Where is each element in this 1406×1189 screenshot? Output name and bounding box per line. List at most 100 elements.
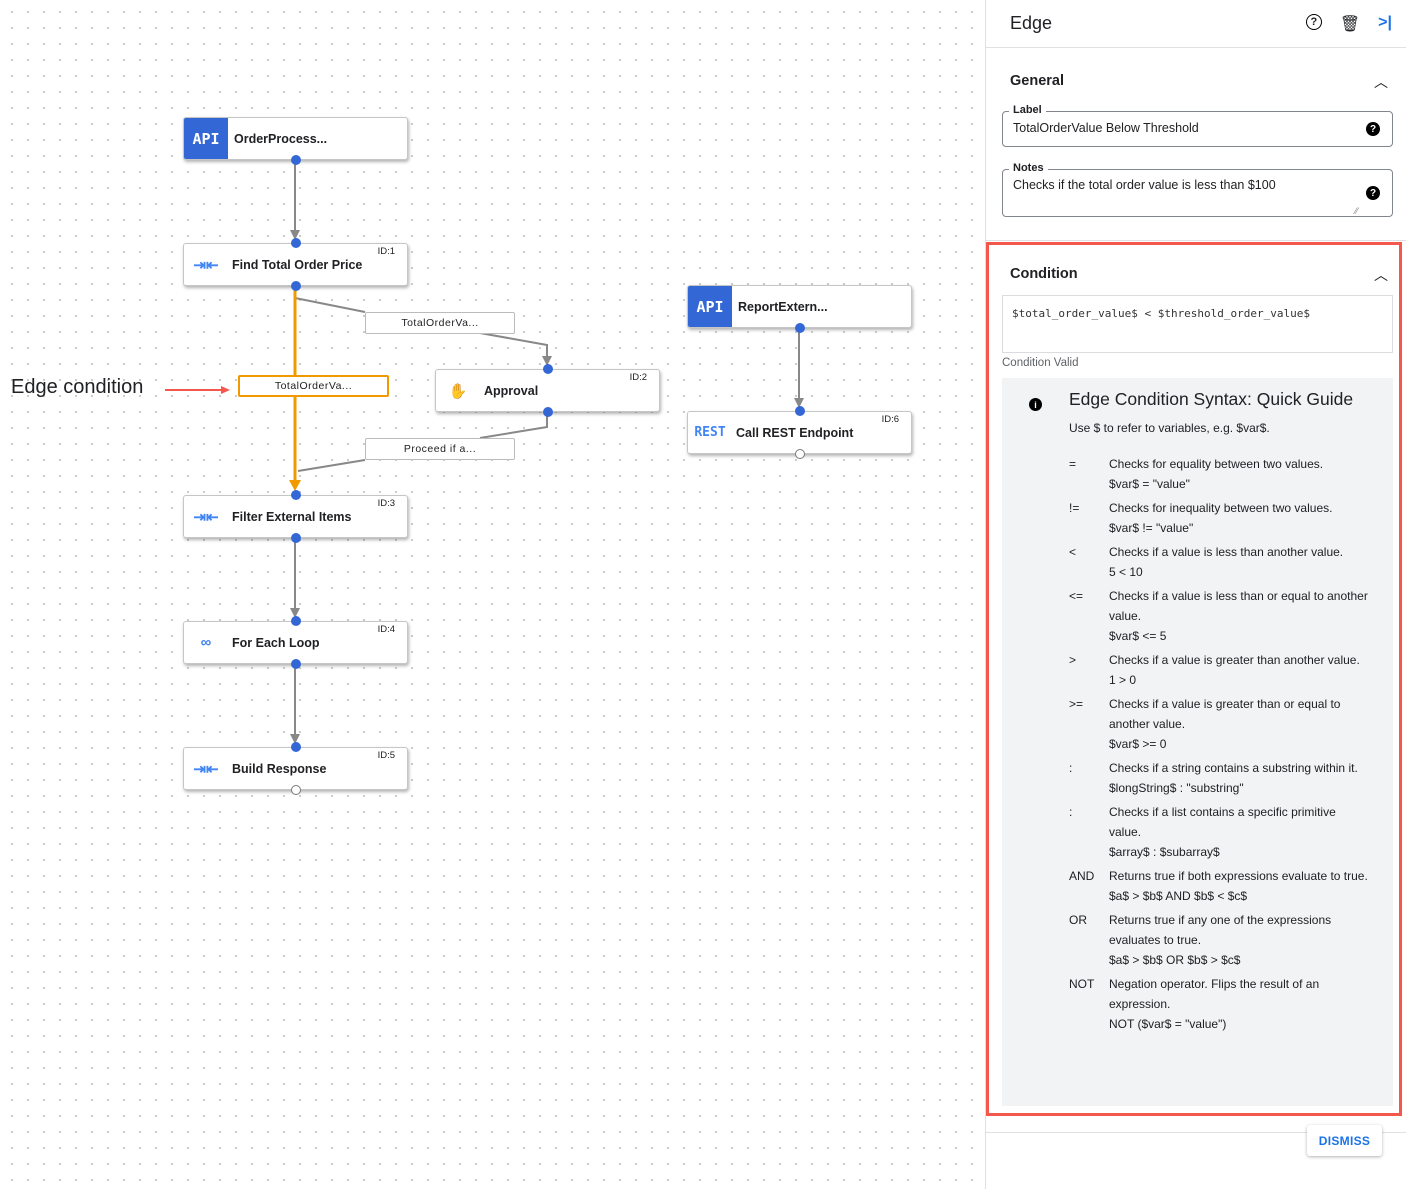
operator: = [1069, 457, 1077, 471]
info-icon: i [1029, 398, 1042, 411]
node-id: ID:1 [377, 246, 395, 257]
output-port[interactable] [291, 533, 301, 543]
operator: NOT [1069, 977, 1095, 991]
chevron-up-icon[interactable]: ︿ [1374, 74, 1388, 90]
node-find-total-order-price[interactable]: ⇥⇤ Find Total Order Price ID:1 [183, 238, 408, 291]
operator-description: Checks if a value is less than or equal … [1109, 589, 1368, 623]
input-port[interactable] [291, 616, 301, 626]
panel-header: Edge [986, 0, 1406, 48]
operator: >= [1069, 697, 1084, 711]
condition-input[interactable]: $total_order_value$ < $threshold_order_v… [1002, 295, 1393, 353]
dismiss-button[interactable]: DISMISS [1307, 1125, 1382, 1156]
node-id: ID:2 [629, 372, 647, 383]
node-call-rest-endpoint[interactable]: REST Call REST Endpoint ID:6 [687, 406, 912, 459]
node-title: ReportExtern... [738, 299, 828, 314]
label-field-value: TotalOrderValue Below Threshold [1013, 121, 1199, 135]
condition-status: Condition Valid [1002, 357, 1079, 369]
operator-description: Checks if a list contains a specific pri… [1109, 805, 1336, 839]
output-port[interactable] [291, 281, 301, 291]
collapse-panel-icon[interactable]: >| [1378, 14, 1392, 31]
guide-title: Edge Condition Syntax: Quick Guide [1069, 389, 1354, 409]
output-port[interactable] [543, 407, 553, 417]
node-reportextern[interactable]: API ReportExtern... [687, 285, 912, 333]
operator-example: $a$ > $b$ AND $b$ < $c$ [1109, 889, 1248, 903]
guide-row: :Checks if a string contains a substring… [1069, 758, 1379, 798]
syntax-guide: i Edge Condition Syntax: Quick Guide Use… [1002, 378, 1393, 1106]
edge-label[interactable]: TotalOrderVa... [365, 312, 515, 334]
edge-label[interactable]: Proceed if a... [365, 438, 515, 460]
edge-properties-panel: Edge ? 🗑 >| General ︿ Label TotalOrderVa… [985, 0, 1406, 1189]
help-icon[interactable]: ? [1366, 186, 1380, 200]
divider [986, 1132, 1406, 1133]
node-title: Build Response [232, 761, 327, 776]
guide-row: =Checks for equality between two values.… [1069, 454, 1379, 494]
input-port[interactable] [291, 238, 301, 248]
edge-approval-filter [297, 412, 548, 472]
label-field[interactable]: Label TotalOrderValue Below Threshold ? [1002, 104, 1393, 147]
node-filter-external-items[interactable]: ⇥⇤ Filter External Items ID:3 [183, 490, 408, 543]
output-port-empty[interactable] [795, 449, 805, 459]
flow-canvas[interactable]: Edge condition API OrderProcess... ⇥⇤ Fi… [0, 0, 985, 1189]
output-port[interactable] [291, 659, 301, 669]
node-title: OrderProcess... [234, 131, 328, 146]
help-icon[interactable]: ? [1366, 122, 1380, 136]
operator-example: $var$ >= 0 [1109, 737, 1167, 751]
guide-row: !=Checks for inequality between two valu… [1069, 498, 1379, 538]
node-title: Call REST Endpoint [736, 425, 854, 440]
output-port[interactable] [795, 323, 805, 333]
node-approval[interactable]: ✋ Approval ID:2 [435, 364, 660, 417]
operator-description: Checks for inequality between two values… [1109, 501, 1333, 515]
node-title: Find Total Order Price [232, 257, 363, 272]
condition-section-title: Condition [1010, 266, 1078, 282]
input-port[interactable] [543, 364, 553, 374]
output-port-empty[interactable] [291, 785, 301, 795]
arrowhead [290, 230, 300, 240]
input-port[interactable] [291, 490, 301, 500]
delete-icon[interactable]: 🗑 [1339, 16, 1361, 33]
input-port[interactable] [795, 406, 805, 416]
operator-example: $array$ : $subarray$ [1109, 845, 1220, 859]
chevron-up-icon[interactable]: ︿ [1374, 267, 1388, 283]
node-id: ID:6 [881, 414, 899, 425]
label-field-label: Label [1009, 104, 1046, 116]
edge-label-selected[interactable]: TotalOrderVa... [238, 375, 389, 397]
node-id: ID:5 [377, 750, 395, 761]
notes-field-value: Checks if the total order value is less … [1013, 178, 1276, 192]
node-for-each-loop[interactable]: ∞ For Each Loop ID:4 [183, 616, 408, 669]
loop-icon: ∞ [200, 634, 212, 651]
node-title: For Each Loop [232, 635, 320, 650]
data-mapping-icon: ⇥⇤ [193, 256, 219, 274]
arrowhead [290, 608, 300, 618]
data-mapping-icon: ⇥⇤ [193, 760, 219, 778]
guide-row: <Checks if a value is less than another … [1069, 542, 1379, 582]
operator-example: $var$ != "value" [1109, 521, 1194, 535]
divider [986, 240, 1406, 241]
operator: <= [1069, 589, 1084, 603]
operator-example: 1 > 0 [1109, 673, 1137, 687]
help-icon[interactable]: ? [1305, 14, 1322, 30]
operator-description: Returns true if both expressions evaluat… [1109, 869, 1368, 883]
output-port[interactable] [291, 155, 301, 165]
operator-description: Checks if a value is greater than anothe… [1109, 653, 1360, 667]
edges-layer [165, 160, 804, 744]
node-title: Filter External Items [232, 509, 352, 524]
resize-handle-icon[interactable]: ⁄⁄ [1354, 206, 1358, 216]
annotation-edge-condition: Edge condition [11, 376, 144, 398]
node-title: Approval [484, 383, 539, 398]
data-mapping-icon: ⇥⇤ [193, 508, 219, 526]
input-port[interactable] [291, 742, 301, 752]
node-build-response[interactable]: ⇥⇤ Build Response ID:5 [183, 742, 408, 795]
panel-title: Edge [1010, 13, 1053, 33]
arrowhead [290, 734, 300, 744]
arrowhead-selected [289, 480, 301, 491]
node-orderprocess[interactable]: API OrderProcess... [183, 117, 408, 165]
operator-description: Returns true if any one of the expressio… [1109, 913, 1332, 947]
guide-row: <= Checks if a value is less than or equa… [1069, 586, 1379, 646]
operator-example: NOT ($var$ = "value") [1109, 1017, 1227, 1031]
operator-description: Checks if a string contains a substring … [1109, 761, 1358, 775]
guide-row: :Checks if a list contains a specific pr… [1069, 802, 1379, 862]
notes-field[interactable]: Notes Checks if the total order value is… [1002, 162, 1393, 217]
